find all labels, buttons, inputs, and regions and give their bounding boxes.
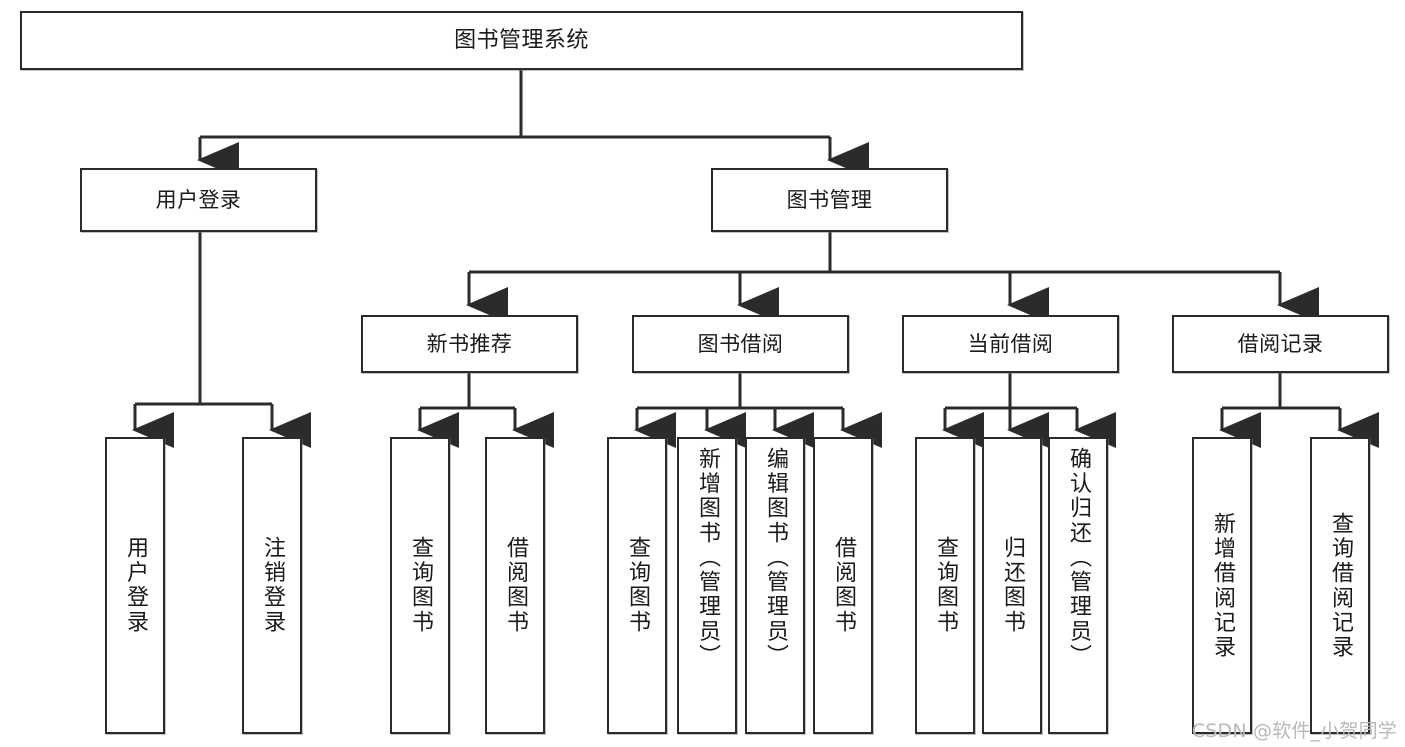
node-label: 新增借阅记录 xyxy=(1210,511,1235,660)
leaf-query-book-recommend[interactable]: 查询图书 xyxy=(390,437,450,734)
node-label: 当前借阅 xyxy=(967,331,1054,356)
leaf-add-borrow-record[interactable]: 新增借阅记录 xyxy=(1192,437,1252,734)
node-book-management[interactable]: 图书管理 xyxy=(711,168,948,232)
node-user-login[interactable]: 用户登录 xyxy=(80,168,317,232)
node-label: 图书借阅 xyxy=(697,331,784,356)
node-label: 注销登录 xyxy=(260,536,285,635)
node-label: 图书管理 xyxy=(786,187,873,212)
node-new-book-recommend[interactable]: 新书推荐 xyxy=(361,315,578,373)
node-label: 借阅记录 xyxy=(1237,331,1324,356)
node-book-borrow[interactable]: 图书借阅 xyxy=(632,315,849,373)
leaf-logout-login[interactable]: 注销登录 xyxy=(242,437,302,734)
node-label: 借阅图书 xyxy=(831,536,856,635)
leaf-add-book-admin[interactable]: 新增图书（管理员） xyxy=(677,437,737,734)
leaf-borrow-book-recommend[interactable]: 借阅图书 xyxy=(485,437,545,734)
node-root-book-management-system[interactable]: 图书管理系统 xyxy=(20,11,1023,70)
leaf-confirm-return-admin[interactable]: 确认归还（管理员） xyxy=(1048,437,1108,734)
leaf-query-book-borrow[interactable]: 查询图书 xyxy=(607,437,667,734)
node-label: 查询图书 xyxy=(408,536,433,635)
node-current-borrow[interactable]: 当前借阅 xyxy=(902,315,1119,373)
node-label: 用户登录 xyxy=(155,187,242,212)
node-label: 用户登录 xyxy=(123,536,148,635)
leaf-query-borrow-record[interactable]: 查询借阅记录 xyxy=(1310,437,1370,734)
node-label: 借阅图书 xyxy=(503,536,528,635)
leaf-query-book-current[interactable]: 查询图书 xyxy=(915,437,975,734)
node-label: 新书推荐 xyxy=(426,331,513,356)
node-label: 归还图书 xyxy=(1000,536,1025,635)
node-label: 查询图书 xyxy=(625,536,650,635)
leaf-user-login[interactable]: 用户登录 xyxy=(105,437,165,734)
leaf-edit-book-admin[interactable]: 编辑图书（管理员） xyxy=(745,437,805,734)
node-label: 新增图书（管理员） xyxy=(695,447,720,669)
node-borrow-record[interactable]: 借阅记录 xyxy=(1172,315,1389,373)
leaf-return-book[interactable]: 归还图书 xyxy=(982,437,1042,734)
leaf-borrow-book-borrow[interactable]: 借阅图书 xyxy=(813,437,873,734)
node-label: 确认归还（管理员） xyxy=(1066,447,1091,669)
node-label: 图书管理系统 xyxy=(454,27,589,53)
node-label: 编辑图书（管理员） xyxy=(763,447,788,669)
node-label: 查询借阅记录 xyxy=(1328,511,1353,660)
node-label: 查询图书 xyxy=(933,536,958,635)
